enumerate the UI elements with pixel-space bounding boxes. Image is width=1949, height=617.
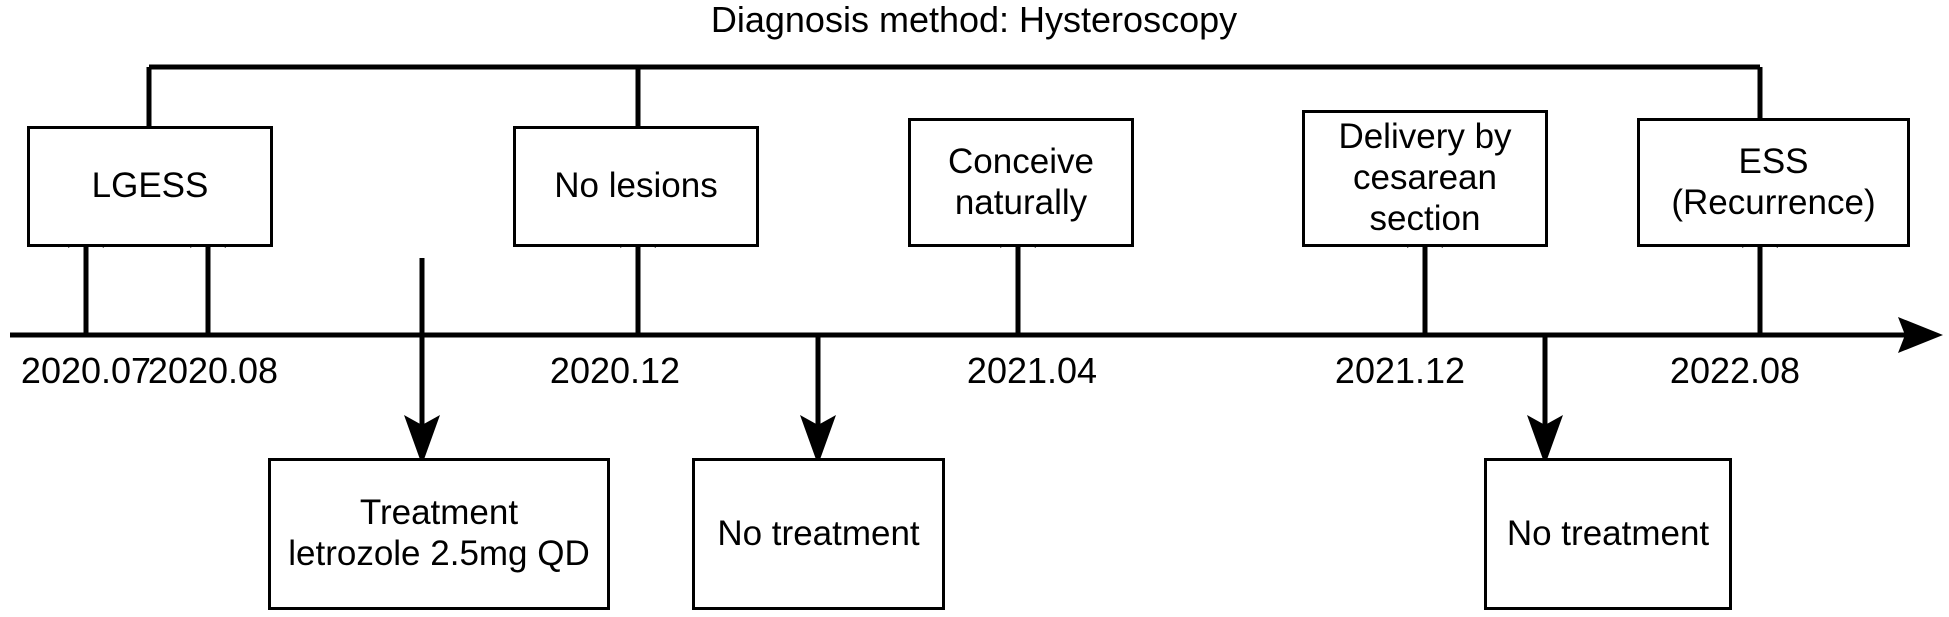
axis-tick-2020-08: 2020.08 xyxy=(147,350,279,391)
event-box-delivery-cesarean[interactable]: Delivery by cesarean section xyxy=(1302,110,1548,247)
axis-tick-2022-08: 2022.08 xyxy=(1669,350,1801,391)
axis-tick-2020-07: 2020.07 xyxy=(20,350,152,391)
event-box-lgess[interactable]: LGESS xyxy=(27,126,273,247)
event-box-treatment-letrozole[interactable]: Treatment letrozole 2.5mg QD xyxy=(268,458,610,610)
event-box-conceive-naturally[interactable]: Conceive naturally xyxy=(908,118,1134,247)
event-box-ess-recurrence[interactable]: ESS (Recurrence) xyxy=(1637,118,1910,247)
event-box-no-treatment-2[interactable]: No treatment xyxy=(1484,458,1732,610)
axis-tick-2020-12: 2020.12 xyxy=(549,350,681,391)
axis-tick-2021-04: 2021.04 xyxy=(966,350,1098,391)
axis-tick-2021-12: 2021.12 xyxy=(1334,350,1466,391)
event-box-no-lesions[interactable]: No lesions xyxy=(513,126,759,247)
time-axis-arrowhead xyxy=(1898,317,1943,353)
event-box-no-treatment-1[interactable]: No treatment xyxy=(692,458,945,610)
diagram-title: Diagnosis method: Hysteroscopy xyxy=(710,0,1238,40)
